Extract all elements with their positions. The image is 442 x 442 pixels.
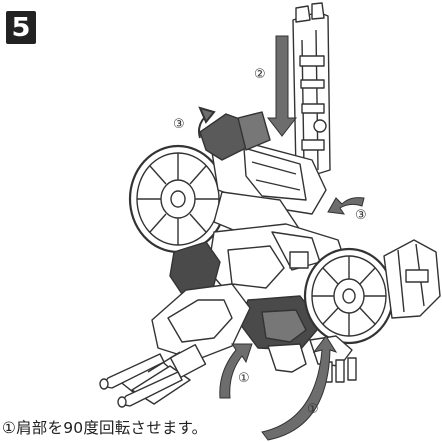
callout-1-upper: ① <box>238 371 250 386</box>
step-number-badge: 5 <box>6 11 36 44</box>
right-wheel <box>303 247 395 345</box>
push-in-arrow-icon <box>327 197 365 215</box>
right-thruster <box>383 239 441 319</box>
rotate-arrow-icon <box>198 106 216 139</box>
callout-1-lower: ① <box>307 402 319 417</box>
step-number: 5 <box>11 12 31 43</box>
left-wheel <box>128 144 228 254</box>
push-down-arrow-icon <box>266 35 298 137</box>
callout-3-left: ③ <box>173 117 185 132</box>
twin-barrels <box>99 353 183 408</box>
callout-2: ② <box>254 67 266 82</box>
callout-3-right: ③ <box>355 208 367 223</box>
rotating-shoulder-part <box>199 111 271 161</box>
vertical-weapon-part <box>292 2 331 179</box>
curved-arrow-icon <box>219 335 338 441</box>
instruction-caption: ①肩部を90度回転させます。 <box>2 419 208 437</box>
